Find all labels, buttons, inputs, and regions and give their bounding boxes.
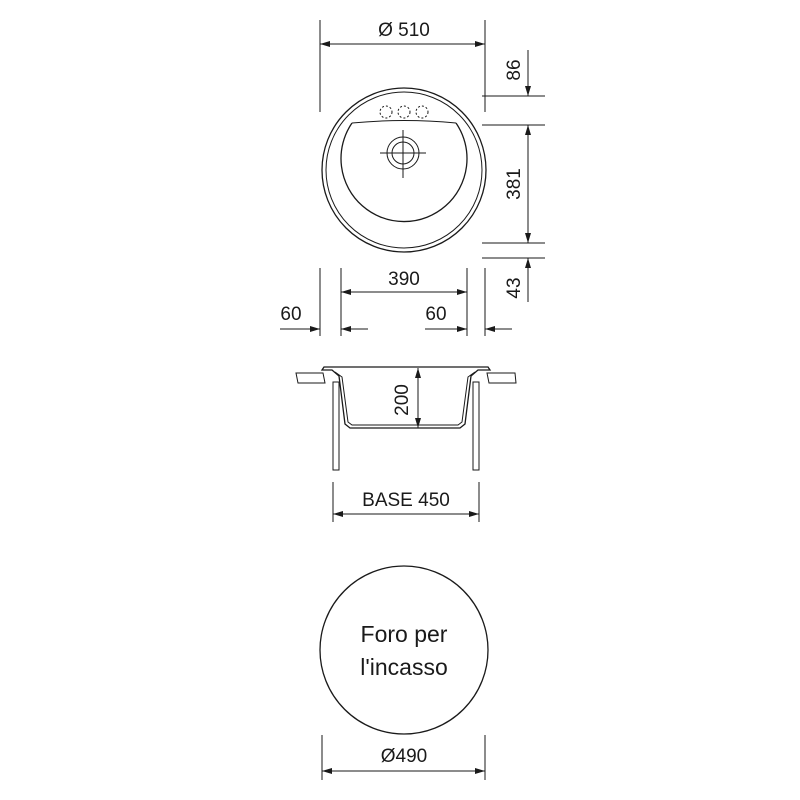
- bowl-outline: [340, 122, 468, 223]
- dim-86-label: 86: [504, 59, 525, 80]
- sink-profile: [320, 366, 492, 429]
- tap-ledge: [351, 120, 457, 124]
- dim-381-label: 381: [504, 168, 525, 200]
- cutout-view: Foro per l'incasso Ø490: [319, 565, 489, 780]
- dim-60-right-label: 60: [425, 304, 446, 325]
- base-450-label: BASE 450: [362, 490, 450, 511]
- depth-200-label: 200: [392, 384, 413, 416]
- cutout-circle: [319, 565, 489, 735]
- dim-43-label: 43: [504, 277, 525, 298]
- tap-hole-icon: [379, 105, 393, 119]
- tap-holes: [379, 105, 429, 119]
- cabinet-wall-left: [332, 381, 340, 471]
- cabinet-wall-right: [472, 381, 480, 471]
- drain-icon: [380, 130, 426, 178]
- countertop-right: [486, 372, 517, 384]
- side-view: 200 BASE 450: [295, 366, 517, 522]
- countertop-left: [295, 372, 326, 384]
- diameter-510-label: Ø 510: [378, 20, 430, 41]
- cutout-label-line2: l'incasso: [360, 654, 448, 680]
- cutout-label-line1: Foro per: [361, 621, 448, 647]
- tap-hole-icon: [415, 105, 429, 119]
- cutout-diameter-label: Ø490: [381, 746, 427, 767]
- dim-60-left-label: 60: [280, 304, 301, 325]
- tap-hole-icon: [397, 105, 411, 119]
- top-view: Ø 510 86 381 43 390 60 60: [280, 20, 545, 336]
- sink-inner-rim: [325, 91, 483, 249]
- sink-outer-rim: [321, 87, 487, 253]
- dim-390-label: 390: [388, 269, 420, 290]
